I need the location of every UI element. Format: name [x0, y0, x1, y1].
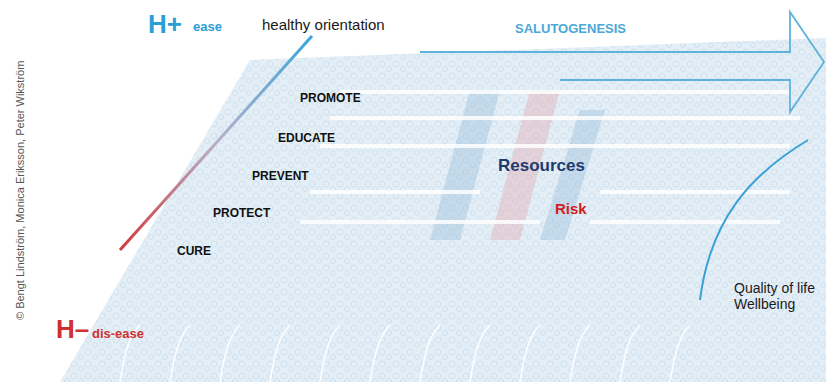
risk-label: Risk — [555, 200, 587, 217]
waves — [120, 325, 690, 382]
dis-ease-label: dis-ease — [92, 327, 144, 342]
health-plus: H+ — [148, 10, 182, 40]
level-label: PREVENT — [252, 170, 309, 184]
wellbeing-label: Quality of life Wellbeing — [734, 280, 822, 312]
curved-arrow — [700, 140, 808, 300]
copyright-note: © Bengt Lindström, Monica Eriksson, Pete… — [14, 60, 27, 319]
orientation-label: healthy orientation — [262, 16, 385, 33]
river-ground — [60, 38, 826, 382]
resources-label: Resources — [498, 156, 585, 176]
level-label: CURE — [177, 245, 211, 259]
river-texture — [60, 38, 826, 382]
level-label: PROTECT — [213, 207, 270, 221]
salutogenesis-arrow — [420, 12, 824, 112]
salutogenesis-label: SALUTOGENESIS — [515, 22, 626, 37]
flow-streaks — [300, 92, 800, 222]
faint-letters — [430, 90, 605, 240]
health-minus: H– — [56, 315, 89, 345]
ease-label: ease — [193, 20, 222, 35]
level-label: EDUCATE — [278, 132, 335, 146]
level-label: PROMOTE — [300, 92, 361, 106]
